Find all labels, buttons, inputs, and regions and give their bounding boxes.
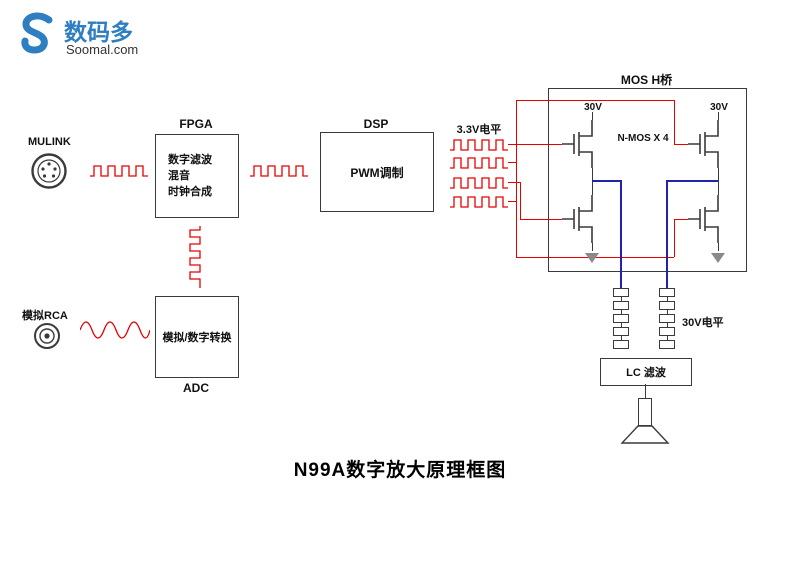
red-wire-br-gate [674,219,688,220]
inductor-coil-icon [613,301,629,310]
square-wave-icon [450,156,508,174]
square-wave-vertical-icon [189,226,203,293]
blue-wire-right-tap [666,180,718,182]
brand-name: 数码多 [64,19,133,45]
hbridge-block [548,88,747,272]
inductor-coil-icon [659,314,675,323]
red-wire-row1 [508,144,562,145]
mosfet-icon [562,120,598,173]
dsp-block: PWM调制 [320,132,434,212]
red-wire-tr-gate [674,144,688,145]
red-wire-row4-stub [508,201,516,202]
level-30v-label: 30V电平 [682,317,724,329]
fpga-line-2: 混音 [168,170,190,182]
supply-wire-right [718,112,719,120]
v30-left-label: 30V [584,102,602,113]
mosfet-icon [688,120,724,173]
hbridge-label: MOS H桥 [620,73,673,87]
nmos-label: N-MOS X 4 [617,133,669,144]
inductor-coil-icon [613,327,629,336]
square-wave-icon [250,164,308,182]
mosfet-icon [688,195,724,248]
fpga-label: FPGA [179,117,213,131]
ground-wire-left [592,243,593,251]
mulink-label: MULINK [28,136,71,148]
fpga-block: 数字滤波 混音 时钟合成 [155,134,239,218]
speaker-stem [638,398,652,426]
square-wave-icon [90,164,148,182]
fpga-line-1: 数字滤波 [168,154,212,166]
rca-label: 模拟RCA [22,310,68,322]
fpga-line-3: 时钟合成 [168,186,212,198]
red-wire-tr-drop [674,100,675,144]
blue-wire-right-drop [666,180,668,288]
speaker-wire [645,384,646,398]
inductor-coil-icon [613,314,629,323]
red-wire-top [516,100,674,101]
inductor-coil-icon [659,301,675,310]
inductor-coil-icon [613,288,629,297]
level-3v3-label: 3.3V电平 [456,124,502,136]
ground-wire-right [718,243,719,251]
lc-filter-content: LC 滤波 [626,367,666,379]
square-wave-icon [450,195,508,213]
inductor-coil-icon [613,340,629,349]
adc-label: ADC [183,381,209,395]
supply-wire-left [592,112,593,120]
soomal-logo-icon [16,10,58,61]
speaker-icon [620,425,670,450]
mid-wire-right [718,168,719,195]
adc-block: 模拟/数字转换 [155,296,239,378]
red-wire-bus-vertical [516,100,517,257]
red-wire-row3 [508,182,520,183]
mosfet-icon [562,195,598,248]
red-wire-bl-gate [520,219,562,220]
v30-right-label: 30V [710,102,728,113]
page-title: N99A数字放大原理框图 [293,460,507,481]
red-wire-row2-stub [508,162,516,163]
mulink-connector-icon [30,152,68,195]
sine-wave-icon [79,316,151,349]
inductor-coil-icon [659,327,675,336]
blue-wire-left-drop [620,180,622,288]
blue-wire-left-tap [592,180,622,182]
ground-icon [710,251,726,269]
dsp-content: PWM调制 [350,165,404,180]
ground-icon [584,251,600,269]
red-wire-bl-drop [520,182,521,219]
lc-filter-block: LC 滤波 [600,358,692,386]
brand-domain: Soomal.com [66,42,139,57]
square-wave-icon [450,176,508,194]
square-wave-icon [450,138,508,156]
inductor-coil-icon [659,340,675,349]
dsp-label: DSP [363,117,389,131]
red-wire-br-rise [674,219,675,257]
rca-connector-icon [33,322,61,355]
adc-content: 模拟/数字转换 [162,332,232,344]
inductor-coil-icon [659,288,675,297]
